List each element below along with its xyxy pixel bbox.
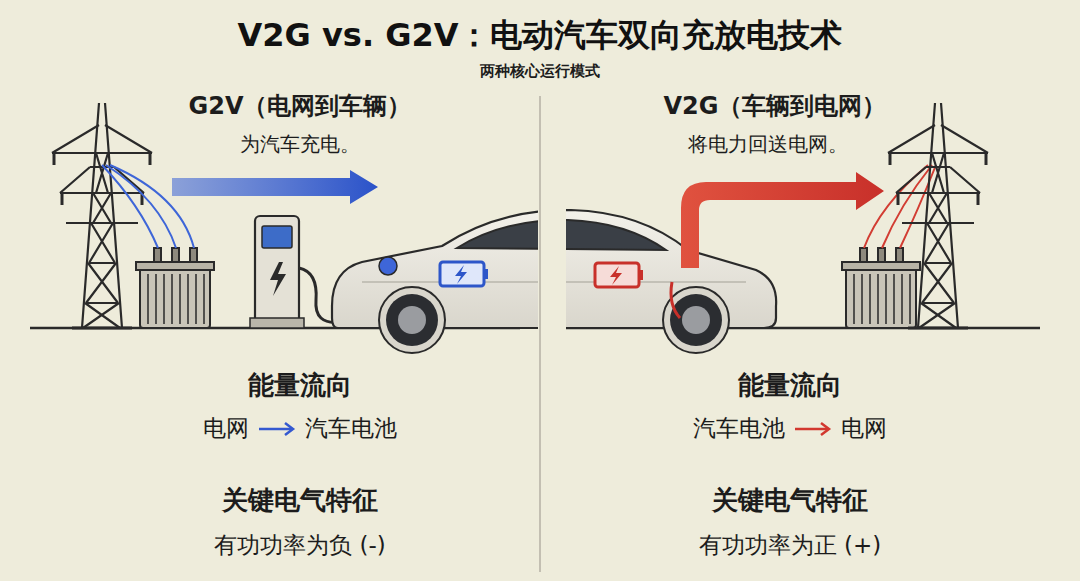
flow-arrow bbox=[791, 419, 835, 439]
mode-description: 为汽车充电。 bbox=[240, 131, 360, 158]
power-tower bbox=[888, 103, 988, 328]
section-heading: 能量流向 bbox=[738, 368, 842, 403]
panel-divider bbox=[539, 96, 541, 572]
mode-heading: G2V（电网到车辆） bbox=[189, 90, 412, 122]
discharge-cable bbox=[671, 282, 680, 318]
power-tower bbox=[52, 103, 152, 328]
section-heading: 关键电气特征 bbox=[712, 483, 868, 518]
feature-text: 有功功率为正 (+) bbox=[699, 530, 882, 561]
flow-endpoint: 电网 bbox=[841, 413, 887, 444]
electric-car bbox=[566, 210, 776, 353]
energy-flow: 电网 汽车电池 bbox=[203, 413, 397, 444]
discharge-arrow bbox=[681, 172, 884, 268]
mode-description: 将电力回送电网。 bbox=[688, 131, 848, 158]
subtitle: 两种核心运行模式 bbox=[480, 62, 600, 81]
electric-car bbox=[332, 210, 538, 353]
flow-endpoint: 电网 bbox=[203, 413, 249, 444]
battery-icon bbox=[440, 262, 488, 286]
transformer bbox=[136, 248, 214, 328]
flow-arrow bbox=[255, 419, 299, 439]
transformer bbox=[842, 248, 920, 328]
feature-text: 有功功率为负 (-) bbox=[214, 530, 386, 561]
battery-icon bbox=[595, 263, 643, 287]
mode-heading: V2G（车辆到电网） bbox=[664, 90, 887, 122]
section-heading: 能量流向 bbox=[248, 368, 352, 403]
flow-endpoint: 汽车电池 bbox=[305, 413, 397, 444]
main-title: V2G vs. G2V：电动汽车双向充放电技术 bbox=[238, 14, 843, 58]
grid-wires bbox=[102, 165, 194, 248]
energy-flow: 汽车电池 电网 bbox=[693, 413, 887, 444]
v2g-scene bbox=[336, 103, 1040, 353]
charge-port bbox=[379, 257, 397, 275]
section-heading: 关键电气特征 bbox=[222, 483, 378, 518]
flow-endpoint: 汽车电池 bbox=[693, 413, 785, 444]
charge-arrow bbox=[172, 170, 378, 204]
